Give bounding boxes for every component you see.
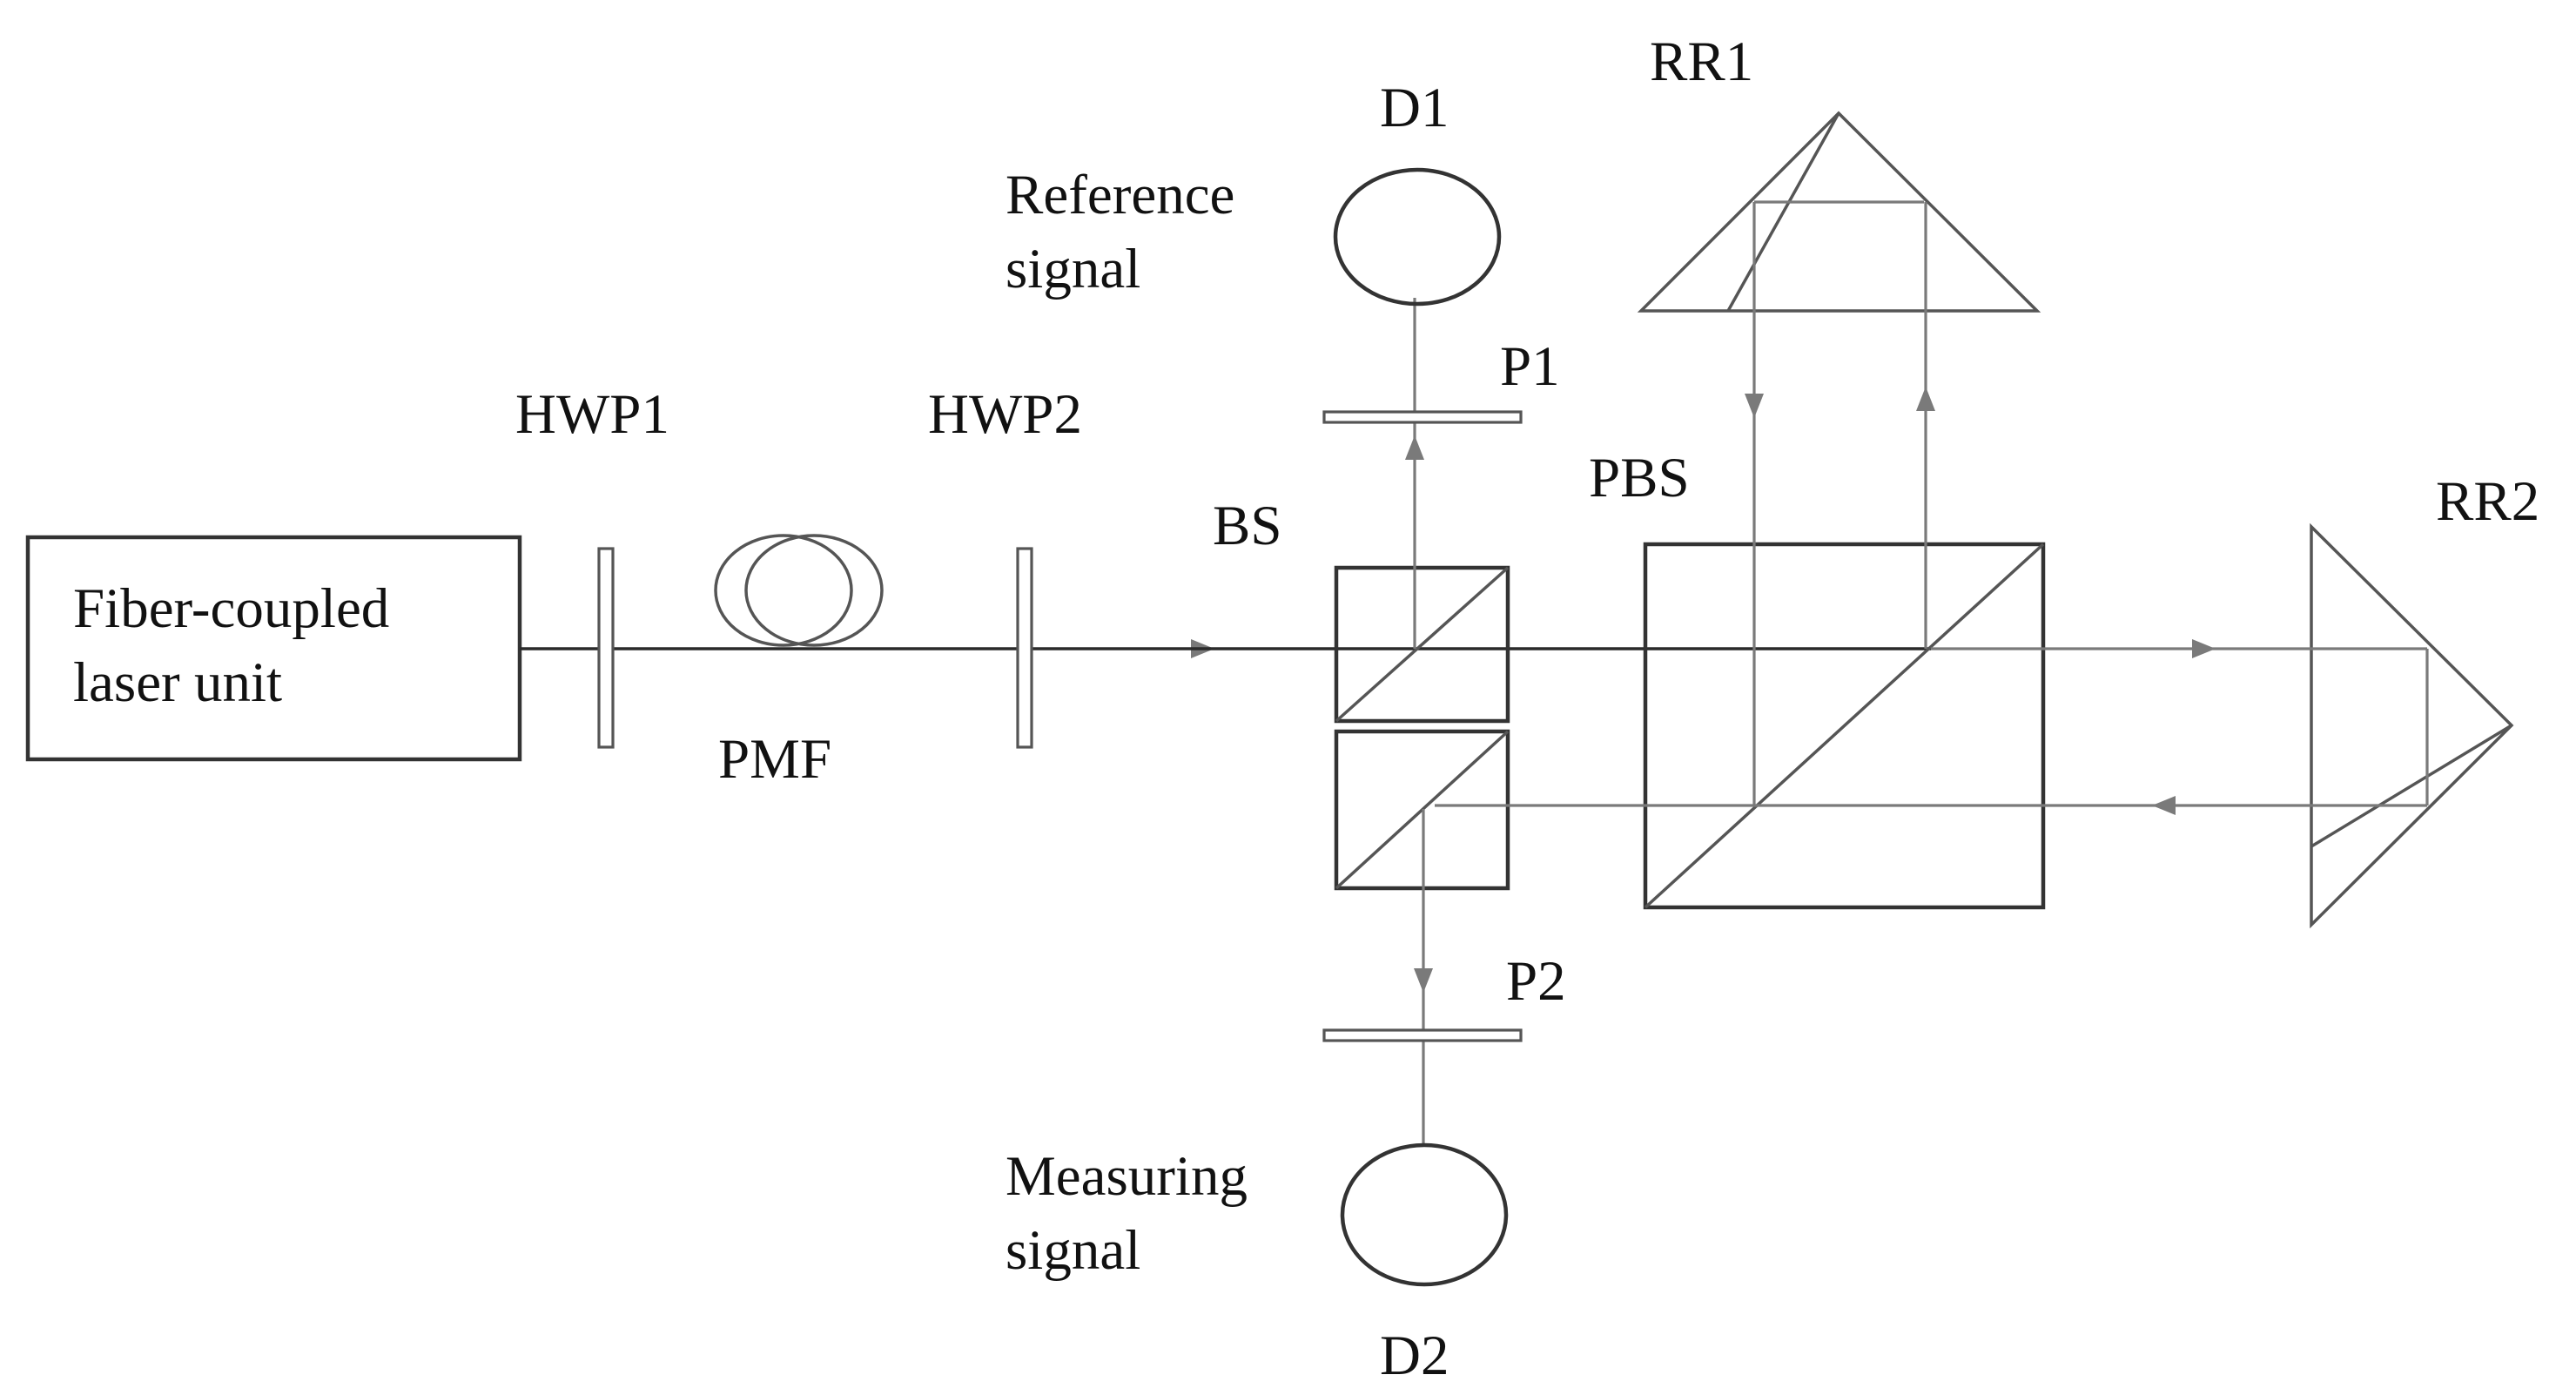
p2-label: P2 bbox=[1506, 950, 1566, 1013]
p1-label: P1 bbox=[1500, 335, 1560, 398]
rr1-retroreflector bbox=[1637, 111, 2041, 313]
rr2-retroreflector bbox=[2310, 522, 2514, 929]
rr2-label: RR2 bbox=[2436, 470, 2539, 533]
reference-label-line1: Reference bbox=[1006, 164, 1234, 226]
rr2-return-arrow bbox=[2152, 796, 2176, 815]
pmf-label: PMF bbox=[718, 728, 831, 791]
laser-label-line2: laser unit bbox=[73, 651, 282, 714]
measuring-label-line1: Measuring bbox=[1006, 1145, 1248, 1208]
hwp2-label: HWP2 bbox=[928, 383, 1082, 446]
hwp1-label: HWP1 bbox=[515, 383, 669, 446]
hwp1-plate bbox=[597, 547, 615, 749]
pbs-label: PBS bbox=[1589, 447, 1690, 509]
pmf-coil bbox=[714, 534, 884, 647]
d2-label: D2 bbox=[1380, 1324, 1449, 1387]
bs-label: BS bbox=[1213, 495, 1282, 557]
measuring-beam-arrow bbox=[1414, 968, 1433, 993]
reference-label-line2: signal bbox=[1006, 238, 1140, 300]
hwp2-plate bbox=[1016, 547, 1033, 749]
rr2-outgoing-arrow bbox=[2192, 639, 2216, 658]
rr1-label: RR1 bbox=[1650, 30, 1753, 93]
p1-polarizer bbox=[1322, 410, 1523, 424]
laser-unit: Fiber-coupled laser unit bbox=[25, 535, 522, 762]
d2-detector bbox=[1340, 1142, 1509, 1287]
d1-detector bbox=[1333, 167, 1502, 307]
rr1-return-arrow bbox=[1745, 394, 1764, 418]
p2-polarizer bbox=[1322, 1028, 1523, 1042]
laser-label-line1: Fiber-coupled bbox=[73, 577, 389, 640]
rr1-outgoing-arrow bbox=[1916, 387, 1935, 411]
polarizing-beam-splitter bbox=[1643, 542, 2046, 910]
measuring-label-line2: signal bbox=[1006, 1219, 1140, 1282]
reference-beam-arrow bbox=[1405, 435, 1424, 460]
d1-label: D1 bbox=[1380, 77, 1449, 139]
